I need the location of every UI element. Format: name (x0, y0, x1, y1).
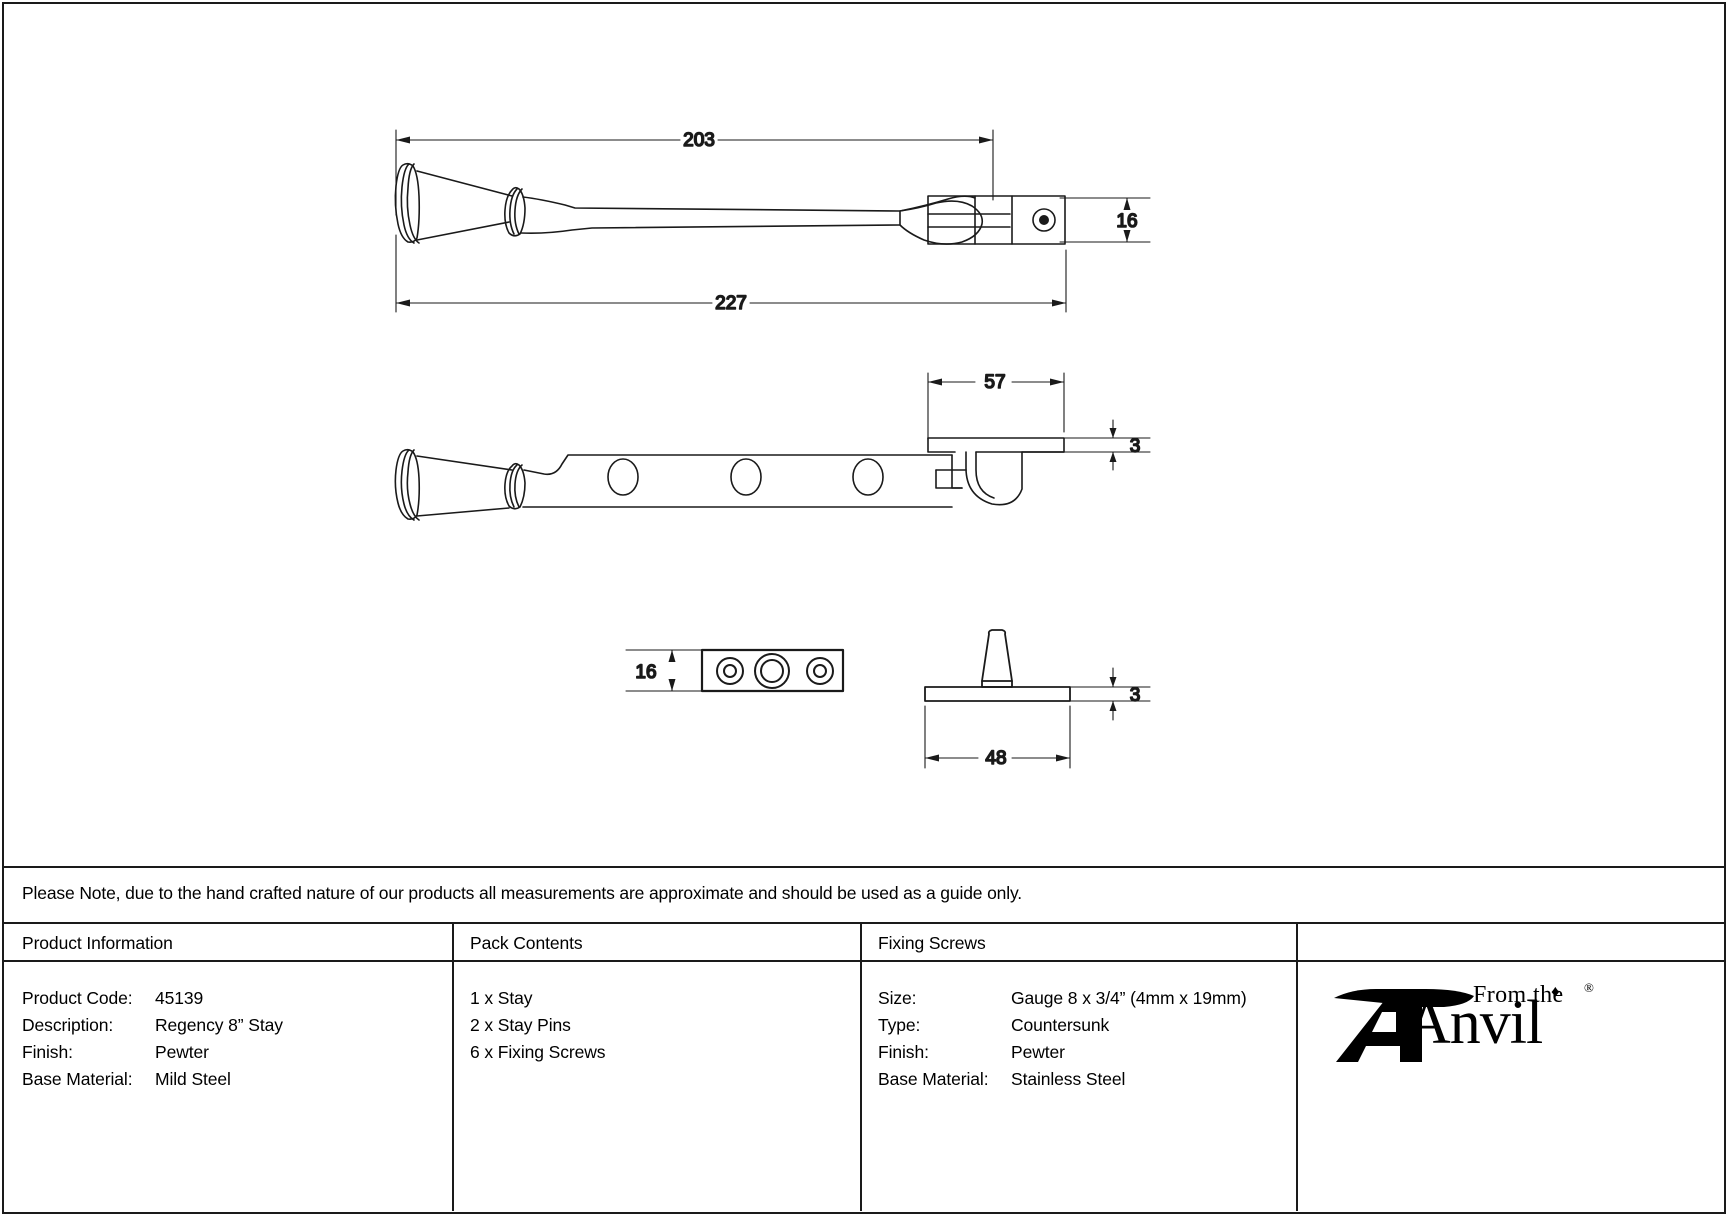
dimension-label-16-height: 16 (1116, 211, 1137, 232)
stay-handle-finial (394, 162, 421, 244)
label-product-code: Product Code: (22, 988, 133, 1008)
spec-row-base-material: Base Material: Mild Steel (22, 1069, 283, 1096)
cell-fixing-screws: Size: Gauge 8 x 3/4” (4mm x 19mm) Type: … (860, 962, 1296, 1211)
pack-item-2: 2 x Stay Pins (470, 1015, 571, 1035)
cell-product-information: Product Code: 45139 Description: Regency… (4, 962, 452, 1211)
header-fixing-screws: Fixing Screws (878, 933, 986, 953)
dimension-label-48: 48 (985, 748, 1006, 769)
pack-contents-list: 1 x Stay 2 x Stay Pins 6 x Fixing Screws (470, 988, 606, 1069)
value-base-material: Mild Steel (155, 1069, 231, 1089)
view-stay-pin-plate: 16 (625, 648, 845, 693)
information-table: Please Note, due to the hand crafted nat… (4, 866, 1724, 1211)
table-header-row: Product Information Pack Contents Fixing… (4, 924, 1724, 962)
spec-row-product-code: Product Code: 45139 (22, 988, 283, 1015)
cell-brand-logo: From the ♦ Anvil ® (1296, 924, 1724, 1211)
label-screw-type: Type: (878, 1015, 921, 1035)
dimension-label-227: 227 (715, 293, 747, 314)
dimension-227 (395, 234, 1067, 313)
stay-pin-hole-3 (852, 458, 884, 496)
dimension-16-height (1059, 197, 1151, 243)
dimension-label-3-plan: 3 (1130, 436, 1141, 457)
label-screw-finish: Finish: (878, 1042, 929, 1062)
spec-row-description: Description: Regency 8” Stay (22, 1015, 283, 1042)
header-product-information: Product Information (22, 933, 173, 953)
dimension-3-plan (1059, 419, 1151, 471)
dimension-57 (927, 372, 1065, 441)
stay-arm-taper-upper (416, 170, 513, 241)
logo-tagline: From the (1473, 982, 1564, 1008)
stay-arm-collar-plan (504, 462, 526, 510)
label-finish: Finish: (22, 1042, 73, 1062)
stay-pin-base-plate (924, 686, 1071, 702)
spec-row-screw-type: Type: Countersunk (878, 1015, 1247, 1042)
note-row: Please Note, due to the hand crafted nat… (4, 866, 1724, 924)
logo-diamond-icon: ♦ (1551, 982, 1561, 1001)
stay-handle-finial-plan (394, 448, 421, 521)
spec-row-screw-size: Size: Gauge 8 x 3/4” (4mm x 19mm) (878, 988, 1247, 1015)
dimension-label-16-plate: 16 (635, 662, 656, 683)
product-information-list: Product Code: 45139 Description: Regency… (22, 988, 283, 1096)
dimension-3-pin (1067, 667, 1151, 721)
value-screw-type: Countersunk (1011, 1015, 1110, 1035)
stay-arm-taper-plan (416, 455, 513, 517)
label-screw-base-material: Base Material: (878, 1069, 989, 1089)
stay-blade-plan (522, 454, 953, 508)
spec-row-screw-base-material: Base Material: Stainless Steel (878, 1069, 1247, 1096)
stay-pin-plate-body (700, 648, 845, 693)
stay-hook-bracket (927, 437, 1065, 506)
divider-before-logo (1296, 924, 1298, 1211)
value-finish: Pewter (155, 1042, 209, 1062)
view-side-elevation: 203 227 (394, 129, 1151, 315)
divider-after-pack-contents (860, 924, 862, 1211)
spec-row-finish: Finish: Pewter (22, 1042, 283, 1069)
logo-registered-mark: ® (1584, 980, 1594, 995)
view-plan: 57 3 (394, 371, 1151, 521)
cell-pack-contents: 1 x Stay 2 x Stay Pins 6 x Fixing Screws (452, 962, 860, 1211)
header-pack-contents: Pack Contents (470, 933, 583, 953)
dimension-label-3-pin: 3 (1130, 685, 1141, 706)
stay-pin-hole-2 (730, 458, 762, 496)
from-the-anvil-logo: From the ♦ Anvil ® (1318, 976, 1608, 1062)
value-product-code: 45139 (155, 988, 204, 1008)
anvil-a-icon (1334, 989, 1474, 1062)
stay-pin-plate-holes (716, 653, 834, 689)
label-base-material: Base Material: (22, 1069, 133, 1089)
stay-arm-collar (504, 186, 526, 237)
stay-pin-hole-1 (607, 458, 639, 496)
fixing-screws-list: Size: Gauge 8 x 3/4” (4mm x 19mm) Type: … (878, 988, 1247, 1096)
dimension-48 (924, 705, 1071, 769)
stay-pin-cone (981, 629, 1013, 688)
value-screw-finish: Pewter (1011, 1042, 1065, 1062)
label-description: Description: (22, 1015, 114, 1035)
please-note-text: Please Note, due to the hand crafted nat… (22, 883, 1023, 903)
table-body-row: Product Code: 45139 Description: Regency… (4, 962, 1724, 1211)
value-screw-size: Gauge 8 x 3/4” (4mm x 19mm) (1011, 988, 1247, 1008)
stay-arm-bar (520, 196, 901, 234)
value-screw-base-material: Stainless Steel (1011, 1069, 1126, 1089)
stay-pivot-end (899, 195, 984, 245)
stay-pivot-block (927, 195, 1066, 245)
pack-item-3: 6 x Fixing Screws (470, 1042, 606, 1062)
dimension-16-plate (625, 649, 707, 692)
divider-after-product-information (452, 924, 454, 1211)
logo-wordmark: Anvil (1406, 989, 1543, 1057)
dimension-label-57: 57 (984, 372, 1005, 393)
dimension-label-203: 203 (683, 130, 715, 151)
value-description: Regency 8” Stay (155, 1015, 283, 1035)
spec-row-screw-finish: Finish: Pewter (878, 1042, 1247, 1069)
pack-item-1: 1 x Stay (470, 988, 533, 1008)
view-stay-pin-elevation: 3 48 (924, 629, 1151, 770)
label-screw-size: Size: (878, 988, 917, 1008)
